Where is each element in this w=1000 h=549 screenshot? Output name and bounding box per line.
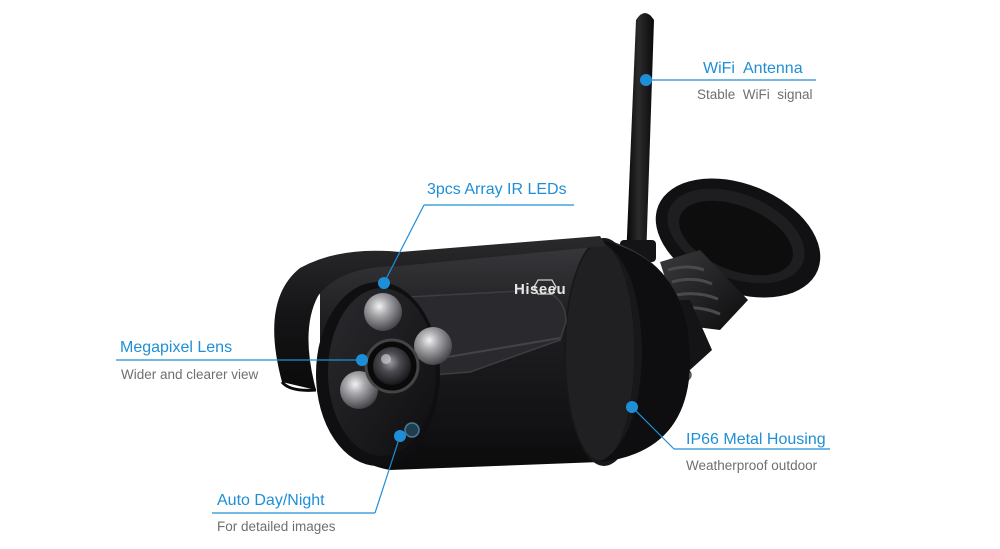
lens-callout-dot xyxy=(356,354,368,366)
brand-logo-text: Hiseeu xyxy=(514,281,567,298)
ir-leds-title: 3pcs Array IR LEDs xyxy=(427,181,567,198)
auto-day-night-title: Auto Day/Night xyxy=(217,492,325,509)
ir-callout-line-diag xyxy=(383,204,425,284)
sun-shade xyxy=(274,236,606,392)
daynight-callout-line-diag xyxy=(374,435,401,514)
metal-housing-subtitle: Weatherproof outdoor xyxy=(686,458,818,473)
ir-led-right xyxy=(414,327,452,365)
ir-led-top xyxy=(364,293,402,331)
wifi-antenna-subtitle: Stable WiFi signal xyxy=(697,87,813,102)
housing-callout-dot xyxy=(626,401,638,413)
wifi-callout-dot xyxy=(640,74,652,86)
megapixel-lens-title: Megapixel Lens xyxy=(120,339,233,356)
camera-front-face xyxy=(316,282,452,466)
megapixel-lens-subtitle: Wider and clearer view xyxy=(121,367,259,382)
auto-day-night-subtitle: For detailed images xyxy=(217,519,336,534)
brand-logo: Hiseeu xyxy=(512,278,584,302)
wall-mount-bracket xyxy=(655,178,821,381)
ir-led-bottom xyxy=(340,371,378,409)
metal-housing-title: IP66 Metal Housing xyxy=(686,431,826,448)
housing-callout-line-diag xyxy=(631,406,675,450)
light-sensor xyxy=(404,422,420,438)
ir-callout-dot xyxy=(378,277,390,289)
wifi-antenna-title: WiFi Antenna xyxy=(703,60,803,77)
daynight-callout-dot xyxy=(394,430,406,442)
